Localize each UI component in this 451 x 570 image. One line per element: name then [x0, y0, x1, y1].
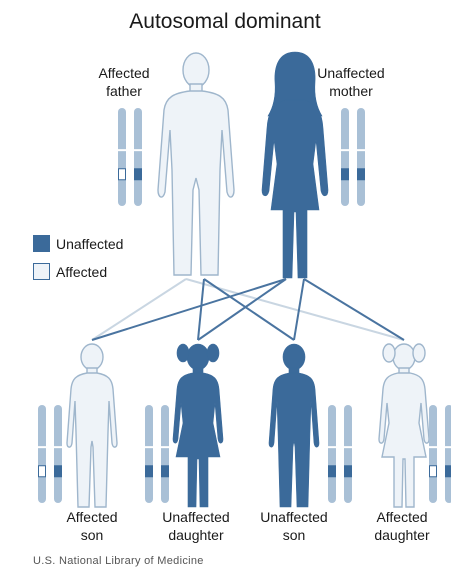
child-2-label-line1: Unaffected — [162, 509, 229, 525]
unaffected-daughter-chromosome-pair — [145, 405, 169, 503]
father-chromosome-pair — [118, 108, 142, 206]
chromosome-centromere — [357, 149, 365, 151]
normal-allele-band — [345, 466, 352, 477]
normal-allele-band — [162, 466, 169, 477]
chromosome — [429, 405, 437, 503]
chromosome-centromere — [161, 446, 169, 448]
inheritance-line — [204, 279, 294, 340]
page-title: Autosomal dominant — [129, 10, 321, 33]
chromosome — [38, 405, 46, 503]
chromosome-centromere — [429, 446, 437, 448]
normal-allele-band — [358, 169, 365, 180]
child-4-label-line1: Affected — [376, 509, 427, 525]
legend-swatch-affected — [34, 264, 50, 280]
inheritance-lines — [92, 279, 404, 340]
normal-allele-band — [146, 466, 153, 477]
mother-chromosome-pair — [341, 108, 365, 206]
legend-swatch-unaffected — [33, 235, 50, 252]
affected-son-chromosome-pair — [38, 405, 62, 503]
mother-label-line2: mother — [329, 83, 373, 99]
father-figure — [158, 53, 234, 275]
father-label-line1: Affected — [98, 65, 149, 81]
affected-son-figure — [67, 344, 117, 507]
chromosome-centromere — [118, 149, 126, 151]
chromosome — [341, 108, 349, 206]
chromosome-centromere — [134, 149, 142, 151]
chromosome-centromere — [341, 149, 349, 151]
credit-text: U.S. National Library of Medicine — [33, 555, 204, 567]
chromosome-centromere — [445, 446, 451, 448]
legend: Unaffected Affected — [33, 235, 123, 280]
chromosome — [118, 108, 126, 206]
chromosome-centromere — [344, 446, 352, 448]
inheritance-line — [198, 279, 204, 340]
child-1-label-line1: Affected — [66, 509, 117, 525]
inheritance-line — [304, 279, 404, 340]
affected-daughter-figure — [379, 344, 429, 507]
child-3-label-line1: Unaffected — [260, 509, 327, 525]
chromosome — [344, 405, 352, 503]
chromosome-centromere — [38, 446, 46, 448]
normal-allele-band — [135, 169, 142, 180]
chromosome-centromere — [328, 446, 336, 448]
inheritance-line — [198, 279, 286, 340]
unaffected-son-chromosome-pair — [328, 405, 352, 503]
chromosome — [445, 405, 451, 503]
father-label-line2: father — [106, 83, 142, 99]
mutant-allele-band — [39, 466, 46, 477]
legend-label-affected: Affected — [56, 264, 107, 280]
mother-figure — [262, 52, 328, 278]
inheritance-line — [92, 279, 286, 340]
chromosome-centromere — [145, 446, 153, 448]
chromosome — [357, 108, 365, 206]
child-2-label-line2: daughter — [168, 527, 224, 543]
normal-allele-band — [446, 466, 451, 477]
normal-allele-band — [55, 466, 62, 477]
chromosome-centromere — [54, 446, 62, 448]
normal-allele-band — [329, 466, 336, 477]
chromosome — [145, 405, 153, 503]
chromosome — [328, 405, 336, 503]
affected-daughter-chromosome-pair — [429, 405, 451, 503]
chromosome — [54, 405, 62, 503]
unaffected-daughter-figure — [173, 344, 223, 507]
chromosome — [134, 108, 142, 206]
normal-allele-band — [342, 169, 349, 180]
legend-label-unaffected: Unaffected — [56, 236, 123, 252]
chromosome — [161, 405, 169, 503]
mutant-allele-band — [119, 169, 126, 180]
child-3-label-line2: son — [283, 527, 306, 543]
unaffected-son-figure — [269, 344, 319, 507]
child-4-label-line2: daughter — [374, 527, 430, 543]
mutant-allele-band — [430, 466, 437, 477]
mother-label-line1: Unaffected — [317, 65, 384, 81]
child-1-label-line2: son — [81, 527, 104, 543]
inheritance-line — [92, 279, 186, 340]
